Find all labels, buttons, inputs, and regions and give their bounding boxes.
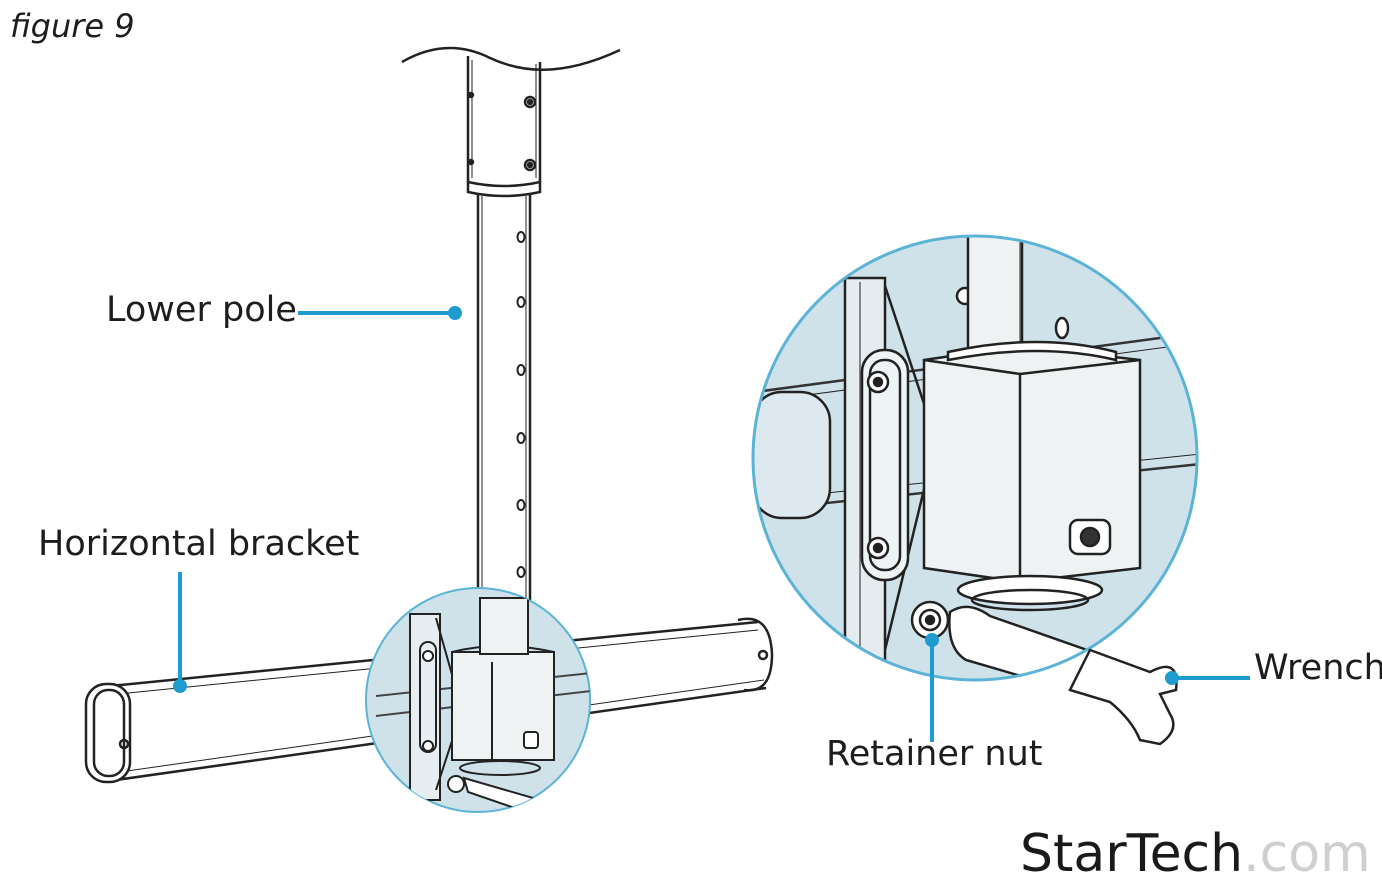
wrench-head — [1068, 648, 1178, 746]
logo-brand: StarTech — [1020, 824, 1244, 884]
label-retainer-nut: Retainer nut — [826, 734, 1043, 774]
logo-suffix: .com — [1243, 824, 1371, 884]
label-horizontal-bracket: Horizontal bracket — [38, 524, 360, 564]
lower-pole — [476, 194, 532, 650]
figure-caption: figure 9 — [10, 7, 135, 45]
assembly-illustration — [84, 46, 1250, 813]
label-lower-pole: Lower pole — [106, 290, 297, 330]
label-wrench: Wrench — [1254, 648, 1382, 688]
joint-small-circle — [365, 587, 591, 813]
startech-logo: StarTech.com — [1020, 828, 1371, 880]
zoom-detail-circle — [751, 234, 1199, 682]
upper-pole-sleeve — [401, 46, 621, 198]
leader-lines — [173, 306, 1250, 742]
